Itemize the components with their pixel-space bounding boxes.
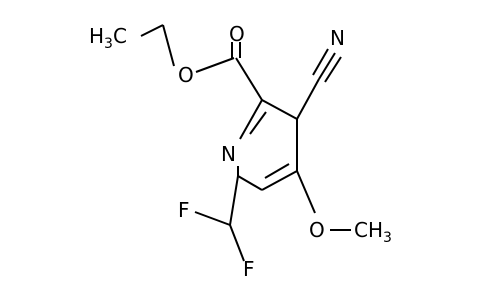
atom-fluorine-upper: F [178,198,190,222]
bond-ring-c4-c5-outer [261,170,298,191]
atom-nitrogen-nitrile: N [330,26,345,50]
bond-ch2-o-ester [162,24,175,67]
atom-oxygen-ester: O [178,63,194,87]
bond-ring-n-c2 [239,99,263,140]
bond-nitrile-triple-3 [324,56,342,83]
bond-chf2-f-upper [194,211,231,226]
bond-ch3-ch2 [140,24,164,37]
bond-o-ester-carbonyl-c [195,57,235,73]
bond-nitrile-triple-1 [318,52,336,80]
bond-ring-c4-c5-inner [264,163,290,179]
bond-ring-c5-c6 [237,175,263,191]
bond-chf2-f-lower [229,224,245,262]
atom-nitrogen-ring: N [221,142,236,166]
bond-c3-nitrile-c [296,78,320,120]
bond-ring-n-c2-inner [249,111,267,135]
bonds [140,24,351,262]
methoxy-methyl-label: CH3 [354,218,392,246]
atom-oxygen-methoxy: O [309,218,325,242]
atom-labels: H3C O O N N O CH3 F F [89,22,392,281]
bond-c6-chf2 [229,175,239,226]
ethyl-methyl-label: H3C [89,24,127,52]
bond-nitrile-triple-2 [312,48,329,76]
atom-oxygen-carbonyl: O [229,22,245,46]
bond-carbonyl-ring [235,57,263,101]
atom-fluorine-lower: F [243,257,255,281]
bond-c5-o-methoxy [296,170,316,214]
bond-ring-c2-c3 [261,99,298,120]
